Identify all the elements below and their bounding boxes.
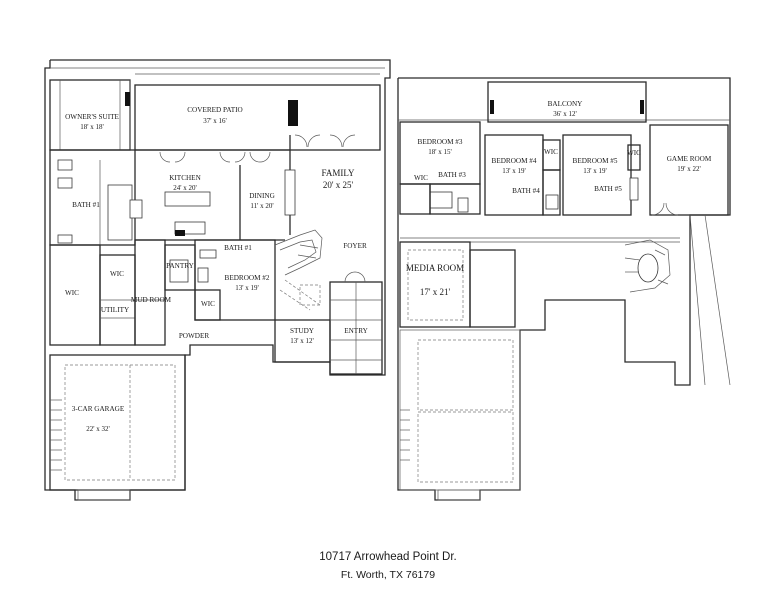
label-bath-1-secondary: BATH #1 — [224, 244, 252, 252]
label-utility: UTILITY — [101, 306, 130, 314]
dims-balcony: 36' x 12' — [553, 110, 577, 118]
dims-covered-patio: 37' x 16' — [203, 117, 227, 125]
dims-kitchen: 24' x 20' — [173, 184, 197, 192]
label-bath-5: BATH #5 — [594, 185, 622, 193]
address-street: 10717 Arrowhead Point Dr. — [319, 551, 457, 563]
label-balcony: BALCONY — [548, 100, 584, 108]
label-owners-suite: OWNER'S SUITE — [65, 113, 119, 121]
dims-media-room: 17' x 21' — [420, 287, 451, 297]
label-bedroom-2: BEDROOM #2 — [225, 274, 270, 282]
second-floor-plan — [397, 77, 731, 501]
first-floor-plan — [44, 59, 391, 501]
label-wic-bedroom-5: WIC — [627, 149, 641, 157]
label-family: FAMILY — [322, 168, 355, 178]
label-wic-utility-side: WIC — [110, 270, 124, 278]
dims-bedroom-4: 13' x 19' — [502, 167, 526, 175]
label-dining: DINING — [249, 192, 275, 200]
dims-owners-suite: 18' x 18' — [80, 123, 104, 131]
label-bedroom-3: BEDROOM #3 — [418, 138, 463, 146]
dims-bedroom-2: 13' x 19' — [235, 284, 259, 292]
label-study: STUDY — [290, 327, 315, 335]
first-floor-labels: OWNER'S SUITE 18' x 18' COVERED PATIO 37… — [65, 106, 369, 433]
dims-bedroom-5: 13' x 19' — [583, 167, 607, 175]
label-bedroom-5: BEDROOM #5 — [573, 157, 618, 165]
label-bath-4: BATH #4 — [512, 187, 540, 195]
dims-game-room: 19' x 22' — [677, 165, 701, 173]
label-bedroom-4: BEDROOM #4 — [492, 157, 537, 165]
label-wic-main: WIC — [65, 289, 79, 297]
dims-family: 20' x 25' — [323, 180, 354, 190]
label-mud-room: MUD ROOM — [131, 296, 172, 304]
label-entry: ENTRY — [344, 327, 368, 335]
second-floor-labels: BALCONY 36' x 12' BEDROOM #3 18' x 15' B… — [406, 100, 712, 297]
garage-shelving — [50, 399, 62, 471]
label-garage: 3-CAR GARAGE — [72, 405, 125, 413]
dims-dining: 11' x 20' — [250, 202, 273, 210]
label-wic-bedroom-3: WIC — [414, 174, 428, 182]
label-foyer: FOYER — [343, 242, 367, 250]
address-city: Ft. Worth, TX 76179 — [340, 569, 436, 581]
dims-bedroom-3: 18' x 15' — [428, 148, 452, 156]
dims-study: 13' x 12' — [290, 337, 314, 345]
label-wic-bedroom-4: WIC — [544, 148, 558, 156]
label-pantry: PANTRY — [166, 262, 195, 270]
label-bath-3: BATH #3 — [438, 171, 466, 179]
label-powder: POWDER — [179, 332, 210, 340]
attic-shelving — [400, 409, 410, 461]
label-game-room: GAME ROOM — [667, 155, 712, 163]
label-wic-bedroom-2: WIC — [201, 300, 215, 308]
label-media-room: MEDIA ROOM — [406, 263, 464, 273]
label-covered-patio: COVERED PATIO — [187, 106, 242, 114]
label-bath-1: BATH #1 — [72, 201, 100, 209]
dims-garage: 22' x 32' — [86, 425, 110, 433]
label-kitchen: KITCHEN — [169, 174, 201, 182]
